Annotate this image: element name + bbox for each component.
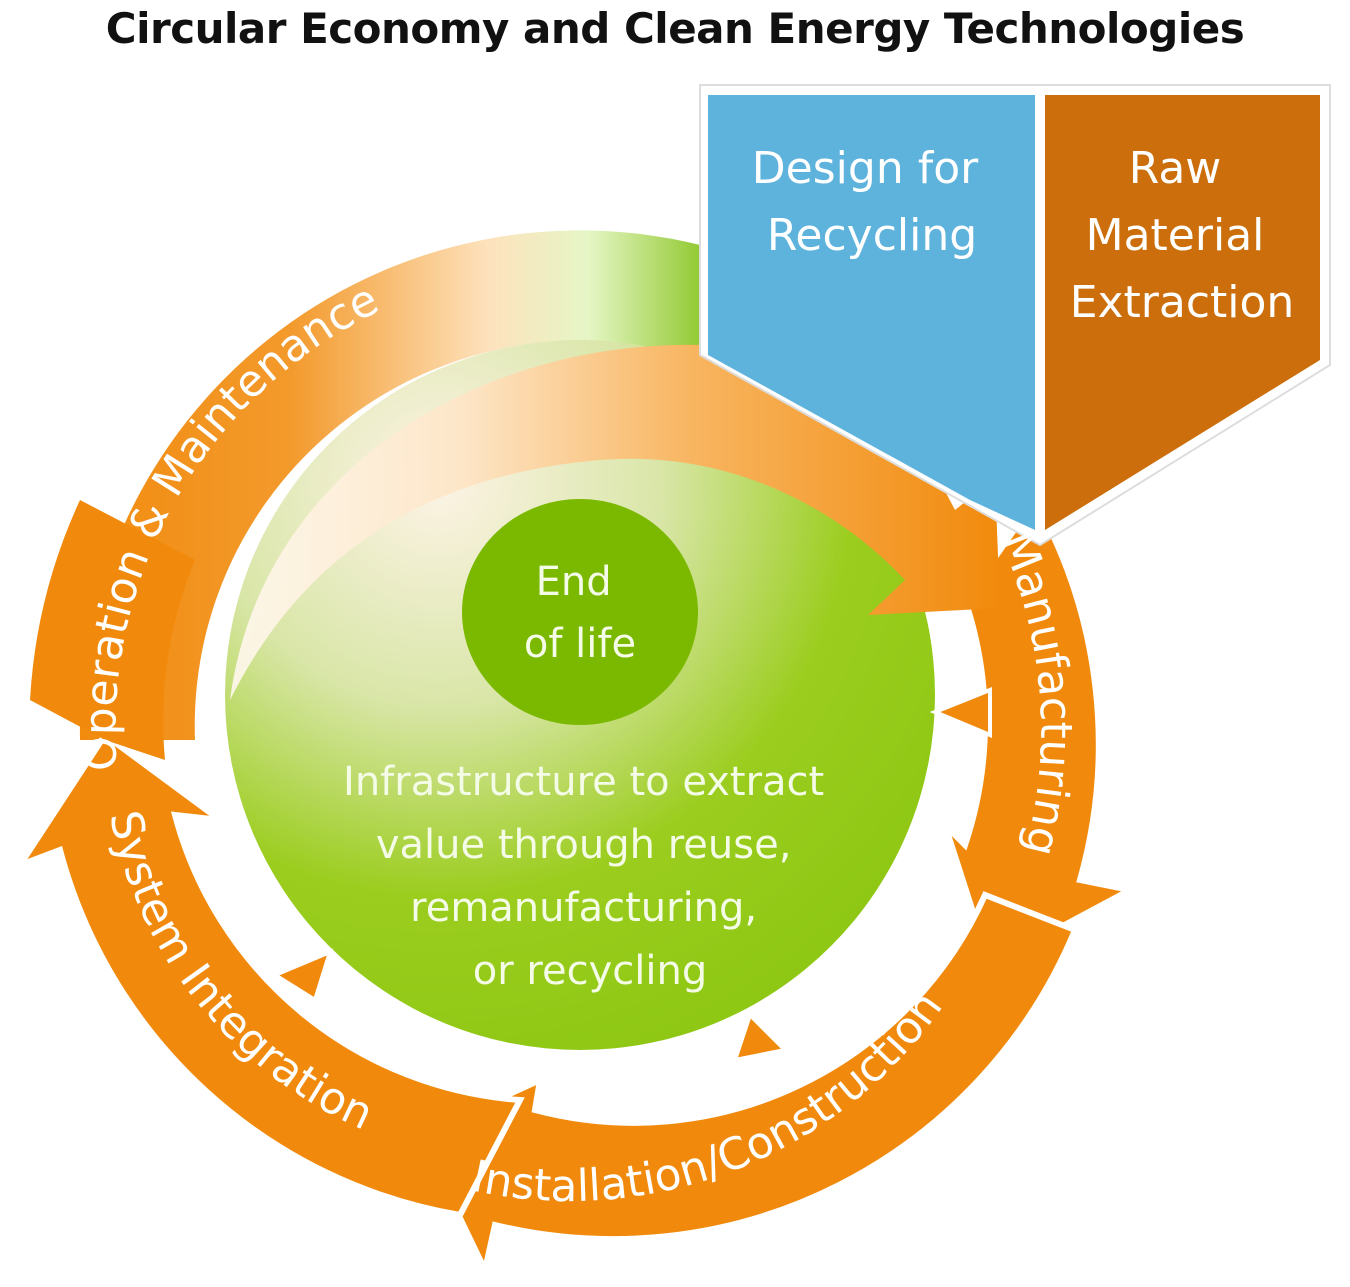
arrow-from-installation-icon xyxy=(732,1011,790,1063)
end-of-life-blob xyxy=(462,499,698,725)
arrow-from-manufacturing-icon xyxy=(929,687,992,739)
arrow-from-system-integration-icon xyxy=(270,948,334,1004)
diagram-title: Circular Economy and Clean Energy Techno… xyxy=(105,4,1245,53)
raw-material-extraction-label: Raw Material Extraction xyxy=(1070,143,1295,328)
design-for-recycling-label: Design for Recycling xyxy=(752,143,992,261)
infrastructure-label: Infrastructure to extract value through … xyxy=(343,759,837,994)
cycle-ring xyxy=(12,230,1139,1280)
end-of-life-label: End of life xyxy=(524,559,636,667)
top-right-boxes: Design for Recycling Raw Material Extrac… xyxy=(699,84,1331,547)
return-arrow xyxy=(230,344,1000,700)
design-for-recycling-box xyxy=(708,95,1035,530)
manufacturing-segment xyxy=(942,494,1139,970)
raw-material-extraction-box xyxy=(1045,95,1320,530)
installation-construction-segment xyxy=(415,891,1079,1280)
operation-left-tail xyxy=(30,500,195,760)
